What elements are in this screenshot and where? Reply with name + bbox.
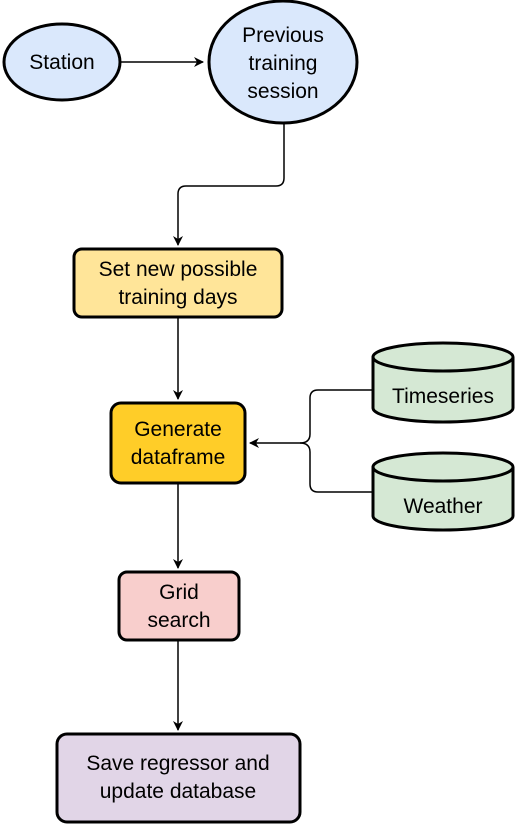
node-previous-training-session-label-line-2: training bbox=[249, 52, 318, 75]
node-grid-search: Grid search bbox=[117, 570, 241, 642]
edge-timeseries-to-generate-dataframe bbox=[249, 389, 372, 448]
node-timeseries-database: Timeseries bbox=[371, 341, 515, 424]
node-timeseries-label: Timeseries bbox=[392, 385, 494, 408]
node-save-regressor-label-line-2: update database bbox=[100, 780, 256, 803]
node-grid-search-label-line-2: search bbox=[147, 609, 210, 632]
node-set-new-training-days-label-line-2: training days bbox=[118, 286, 237, 309]
node-station-label: Station bbox=[29, 51, 94, 74]
node-generate-dataframe-label-line-2: dataframe bbox=[131, 446, 226, 469]
node-set-new-training-days-label-line-1: Set new possible bbox=[99, 258, 258, 281]
node-set-new-training-days: Set new possible training days bbox=[72, 247, 284, 319]
node-previous-training-session: Previous training session bbox=[207, 0, 359, 125]
node-save-regressor: Save regressor and update database bbox=[55, 732, 302, 824]
node-save-regressor-label-line-1: Save regressor and bbox=[86, 752, 269, 775]
node-station: Station bbox=[2, 22, 122, 102]
node-grid-search-label-line-1: Grid bbox=[159, 581, 199, 604]
node-previous-training-session-label-line-1: Previous bbox=[242, 24, 324, 47]
node-weather-label: Weather bbox=[404, 495, 483, 518]
node-generate-dataframe: Generate dataframe bbox=[109, 401, 247, 485]
node-weather-database: Weather bbox=[371, 451, 515, 532]
edge-weather-to-generate-dataframe bbox=[299, 442, 372, 493]
node-generate-dataframe-label-line-1: Generate bbox=[134, 418, 222, 441]
edge-previous-session-to-set-days bbox=[173, 124, 285, 246]
node-previous-training-session-label-line-3: session bbox=[247, 80, 318, 103]
